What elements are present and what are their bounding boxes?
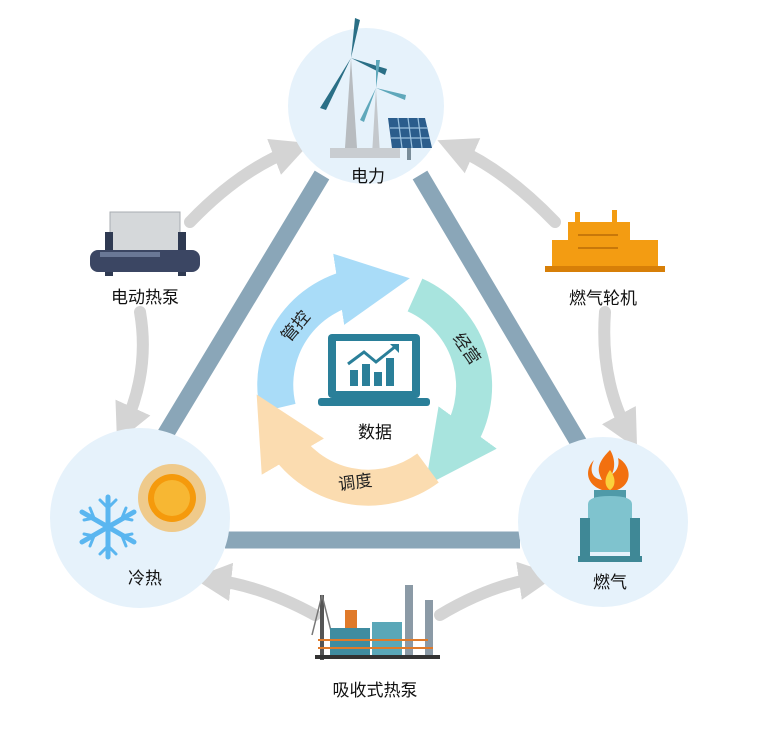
wind-turbine-icon [320,18,406,158]
node-gas-label: 燃气 [593,573,627,593]
link-power-coldheat [154,170,330,445]
arrow-turbine-to-power [437,138,561,228]
snowflake-icon [79,494,137,560]
triangle-links [154,170,588,549]
link-power-gas [412,170,588,450]
electric-heat-pump-label: 电动热泵 [111,288,179,308]
sun-icon [138,464,206,532]
center-cycle [256,253,497,506]
electric-heat-pump-icon [90,211,200,276]
solar-panel-icon [388,117,432,160]
flame-icon [588,450,629,492]
conversion-arrows [115,138,638,621]
control-arc [257,253,410,413]
laptop-chart-icon[interactable] [318,334,430,406]
converter-electric-heat-pump[interactable]: 电动热泵 [90,211,200,308]
data-label: 数据 [358,423,392,443]
node-power-label: 电力 [351,167,385,187]
dispatch-arc [256,394,439,506]
converter-gas-turbine[interactable]: 燃气轮机 [545,210,665,309]
node-cold-heat[interactable]: 冷热 [50,428,230,608]
arrow-turbine-to-gas [598,306,638,449]
node-cold-heat-label: 冷热 [128,569,162,589]
node-gas[interactable]: 燃气 [518,437,688,607]
gas-tank-icon [578,490,642,562]
arrow-heatpump-to-power [184,138,310,228]
absorption-heat-pump-label: 吸收式热泵 [333,681,418,701]
gas-turbine-icon [545,210,665,272]
gas-turbine-label: 燃气轮机 [569,289,637,309]
absorption-heat-pump-icon [311,585,440,660]
arrow-heatpump-to-coldheat [115,306,151,443]
operation-arc [407,278,497,486]
converter-absorption-heat-pump[interactable]: 吸收式热泵 [311,585,440,701]
arrow-absorption-to-gas [434,561,557,621]
arrow-absorption-to-coldheat [192,562,321,621]
node-power[interactable]: 电力 [288,18,444,187]
dispatch-label: 调度 [337,471,373,496]
